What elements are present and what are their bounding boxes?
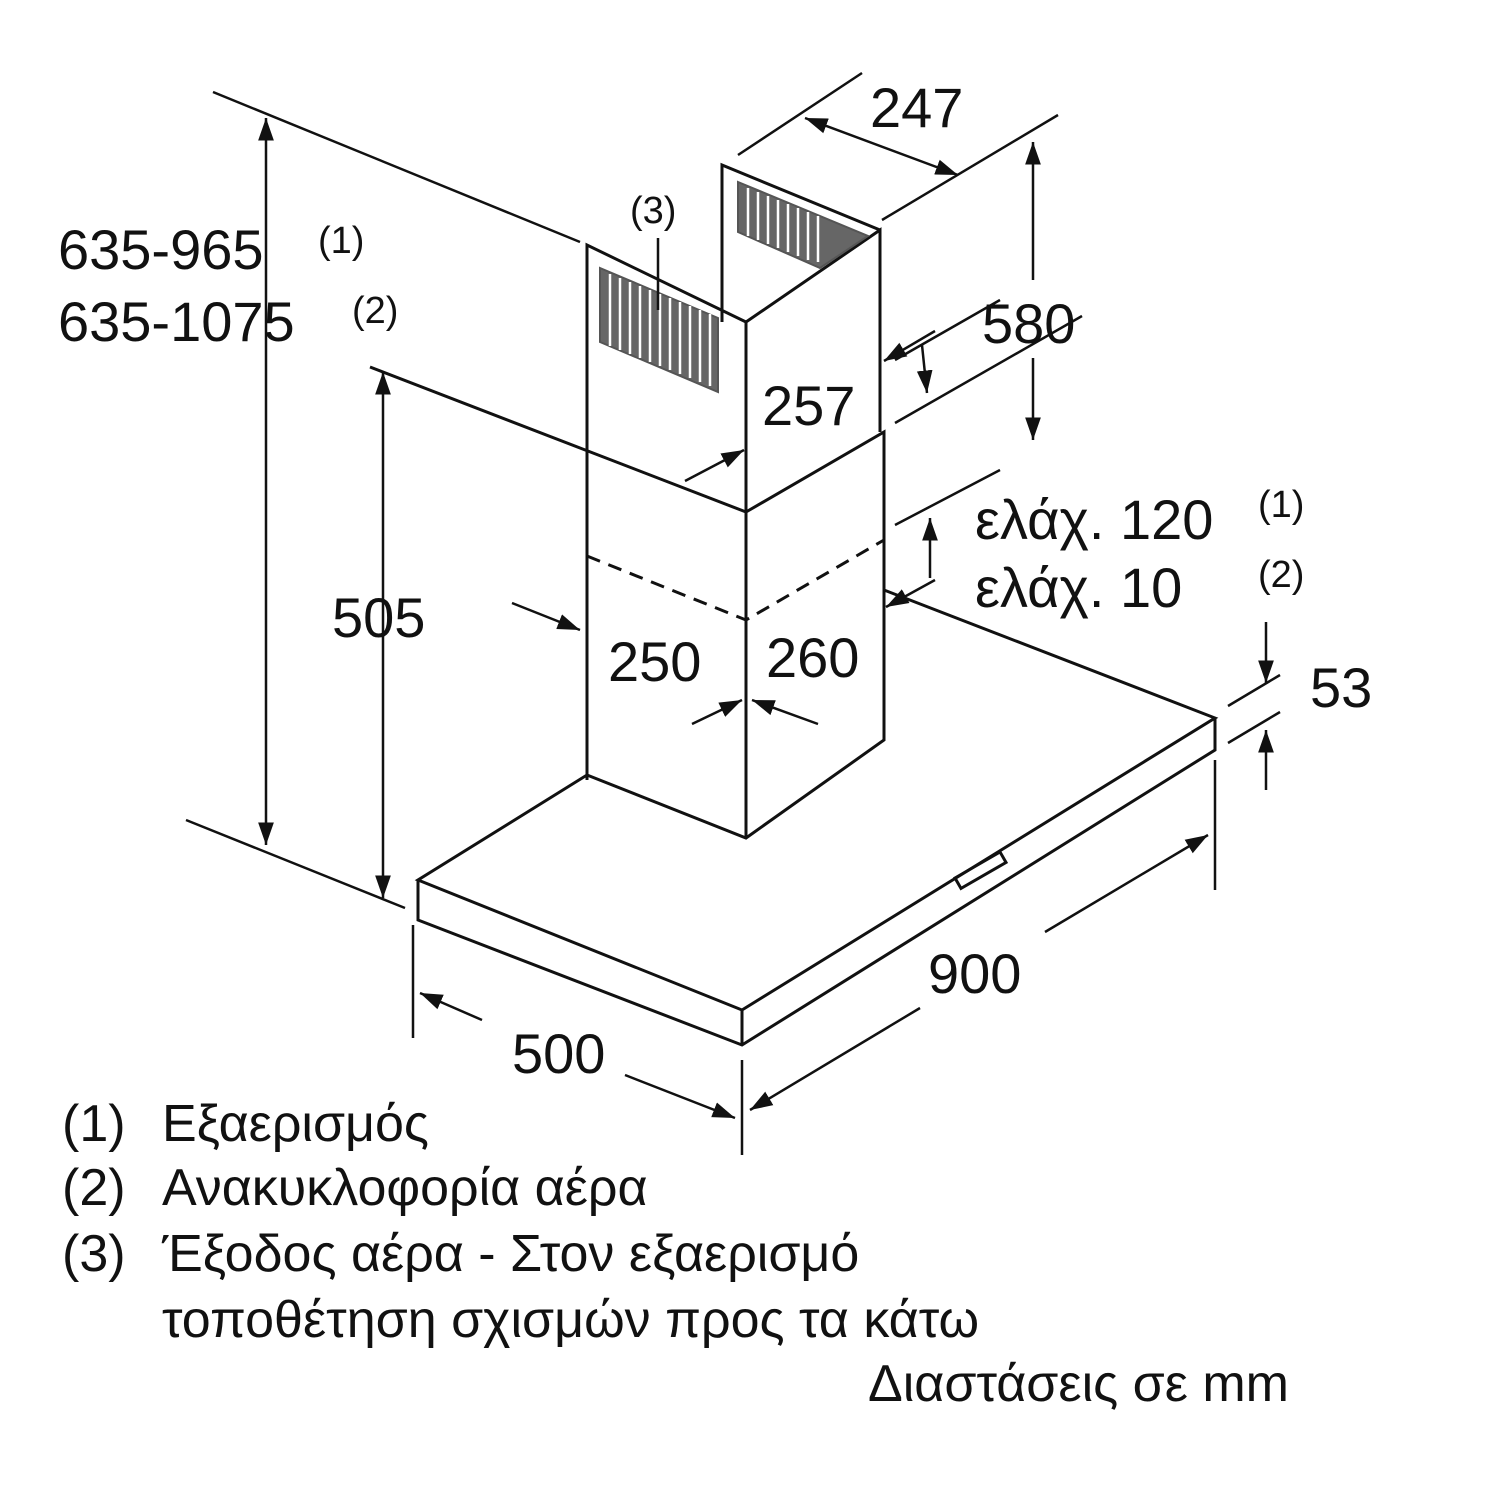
units-note: Διαστάσεις σε mm [868, 1355, 1290, 1413]
dim-min-10: ελάχ. 10 [975, 556, 1183, 619]
note-2: (2) [352, 290, 399, 332]
legend-text-3: Έξοδος αέρα - Στον εξαερισμό [162, 1225, 860, 1283]
note-1: (1) [318, 220, 365, 262]
dim-total-height-1: 635-965 [58, 218, 264, 281]
note-3: (3) [630, 190, 677, 232]
dim-total-height-2: 635-1075 [58, 290, 295, 353]
legend-marker-3: (3) [62, 1225, 126, 1283]
dim-580: 580 [982, 292, 1076, 355]
legend-text-3-cont: τοποθέτηση σχισμών προς τα κάτω [162, 1291, 980, 1349]
note-min-2: (2) [1258, 554, 1305, 596]
dim-247: 247 [870, 76, 964, 139]
dim-min-120: ελάχ. 120 [975, 488, 1214, 551]
legend-text-1: Εξαερισμός [162, 1095, 429, 1153]
hood-outline [369, 162, 1219, 1047]
dim-505: 505 [332, 586, 426, 649]
legend-marker-2: (2) [62, 1159, 126, 1217]
legend-marker-1: (1) [62, 1095, 126, 1153]
dimension-lines [185, 71, 1281, 1155]
dim-257: 257 [762, 374, 856, 437]
dim-260: 260 [766, 626, 860, 689]
dim-53: 53 [1310, 656, 1373, 719]
dim-250: 250 [608, 630, 702, 693]
dim-500: 500 [512, 1022, 606, 1085]
vent-slot-lines [608, 188, 820, 386]
dim-900: 900 [928, 942, 1022, 1005]
note-min-1: (1) [1258, 484, 1305, 526]
legend-text-2: Ανακυκλοφορία αέρα [162, 1159, 648, 1217]
